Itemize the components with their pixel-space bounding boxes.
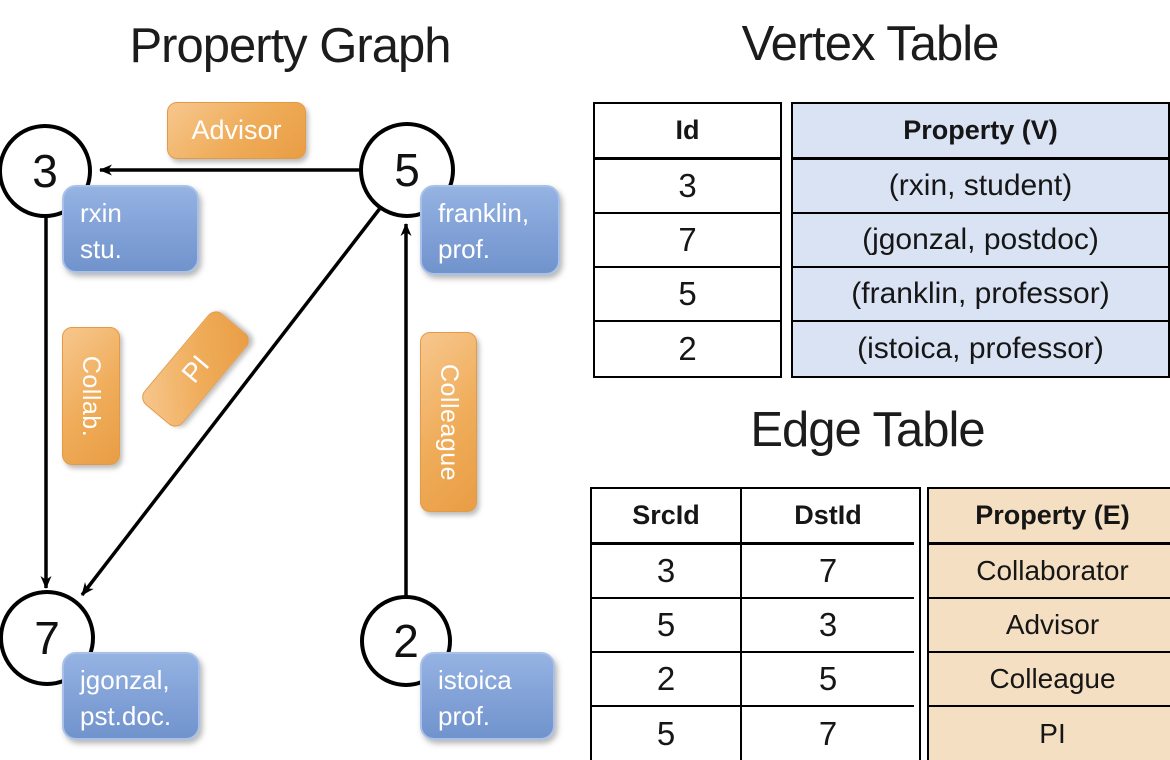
table-row: Collaborator — [929, 545, 1170, 599]
vertex-table: Id 3 7 5 2 Property (V) (rxin, student) … — [593, 102, 1170, 378]
node-7-id: 7 — [34, 612, 60, 664]
edge-src-cell: 5 — [592, 599, 742, 653]
table-row: Advisor — [929, 599, 1170, 653]
table-row: (rxin, student) — [793, 160, 1168, 214]
vertex-id-cell: 3 — [595, 160, 780, 214]
edge-dst-cell: 7 — [742, 545, 914, 599]
vertex-property-cell: (rxin, student) — [793, 160, 1168, 214]
edge-property-cell: PI — [929, 707, 1170, 760]
node-2-property-line2: prof. — [438, 700, 491, 731]
table-row: 5 — [595, 268, 780, 322]
edge-dst-cell: 7 — [818, 715, 838, 752]
table-row: 5 7 — [592, 707, 919, 760]
vertex-id-cell: 5 — [595, 268, 780, 322]
edge-label-collab-text: Collab. — [77, 355, 106, 437]
node-5-property-line1: franklin, — [438, 198, 530, 228]
edge-property-cell: Advisor — [929, 599, 1170, 653]
table-row: 7 — [595, 214, 780, 268]
node-7-property-line2: pst.doc. — [80, 700, 172, 731]
table-row: (franklin, professor) — [793, 268, 1168, 322]
table-row: 3 — [595, 160, 780, 214]
edge-dst-cell: 5 — [742, 653, 914, 707]
edge-label-colleague: Colleague — [420, 332, 477, 512]
table-row: 2 — [595, 322, 780, 376]
edge-pi-line — [80, 205, 383, 597]
table-row: 3 7 — [592, 545, 919, 599]
edge-label-advisor-text: Advisor — [191, 115, 282, 145]
node-3-property-line2: stu. — [80, 233, 122, 264]
table-row: 2 5 — [592, 653, 919, 707]
edge-table-property-header: Property (E) — [929, 489, 1170, 545]
node-2-property-line1: istoica — [438, 665, 512, 695]
edge-table-title: Edge Table — [750, 403, 985, 457]
vertex-property-cell: (jgonzal, postdoc) — [793, 214, 1168, 268]
vertex-id-cell: 2 — [678, 330, 697, 367]
node-7-property-line1: jgonzal, — [80, 665, 170, 695]
vertex-table-property-column: Property (V) (rxin, student) (jgonzal, p… — [791, 102, 1170, 378]
edge-dst-cell: 3 — [742, 599, 914, 653]
vertex-property-cell: (franklin, professor) — [793, 268, 1168, 322]
node-3-property-box: rxin stu. — [62, 185, 199, 273]
edge-table-dstid-header: DstId — [742, 489, 914, 545]
edge-table-property-column: Property (E) Collaborator Advisor Collea… — [927, 487, 1170, 760]
node-5-property-box: franklin, prof. — [420, 185, 560, 275]
vertex-table-title: Vertex Table — [741, 17, 1000, 71]
property-graph-title: Property Graph — [129, 19, 452, 73]
edge-label-pi-text: PI — [175, 349, 215, 389]
node-2-id: 2 — [393, 615, 419, 667]
node-5-property-line2: prof. — [438, 233, 491, 264]
table-row: (jgonzal, postdoc) — [793, 214, 1168, 268]
edge-src-cell: 2 — [592, 653, 742, 707]
node-2-property-box: istoica prof. — [420, 652, 555, 740]
edge-label-collab: Collab. — [62, 327, 120, 465]
edge-property-cell: Collaborator — [929, 545, 1170, 599]
edge-table-id-columns: SrcId DstId 3 7 5 3 2 5 5 7 — [590, 487, 921, 760]
node-5-id: 5 — [394, 144, 420, 196]
table-row: Colleague — [929, 653, 1170, 707]
vertex-id-cell: 7 — [595, 214, 780, 268]
table-row: 5 3 — [592, 599, 919, 653]
vertex-property-cell: (istoica, professor) — [793, 322, 1168, 376]
vertex-table-id-column: Id 3 7 5 2 — [593, 102, 782, 378]
edge-src-cell: 5 — [592, 707, 742, 760]
table-row: (istoica, professor) — [793, 322, 1168, 376]
edge-label-advisor: Advisor — [167, 102, 306, 159]
edge-table: SrcId DstId 3 7 5 3 2 5 5 7 Property (E)… — [590, 487, 1170, 760]
table-row: PI — [929, 707, 1170, 760]
node-7-property-box: jgonzal, pst.doc. — [62, 652, 200, 740]
vertex-table-id-header: Id — [595, 104, 780, 160]
edge-property-cell: Colleague — [929, 653, 1170, 707]
edge-src-cell: 3 — [592, 545, 742, 599]
vertex-table-property-header: Property (V) — [793, 104, 1168, 160]
node-3-id: 3 — [32, 145, 58, 197]
edge-table-srcid-header: SrcId — [592, 489, 742, 545]
edge-label-colleague-text: Colleague — [435, 363, 463, 481]
node-3-property-line1: rxin — [80, 198, 122, 228]
